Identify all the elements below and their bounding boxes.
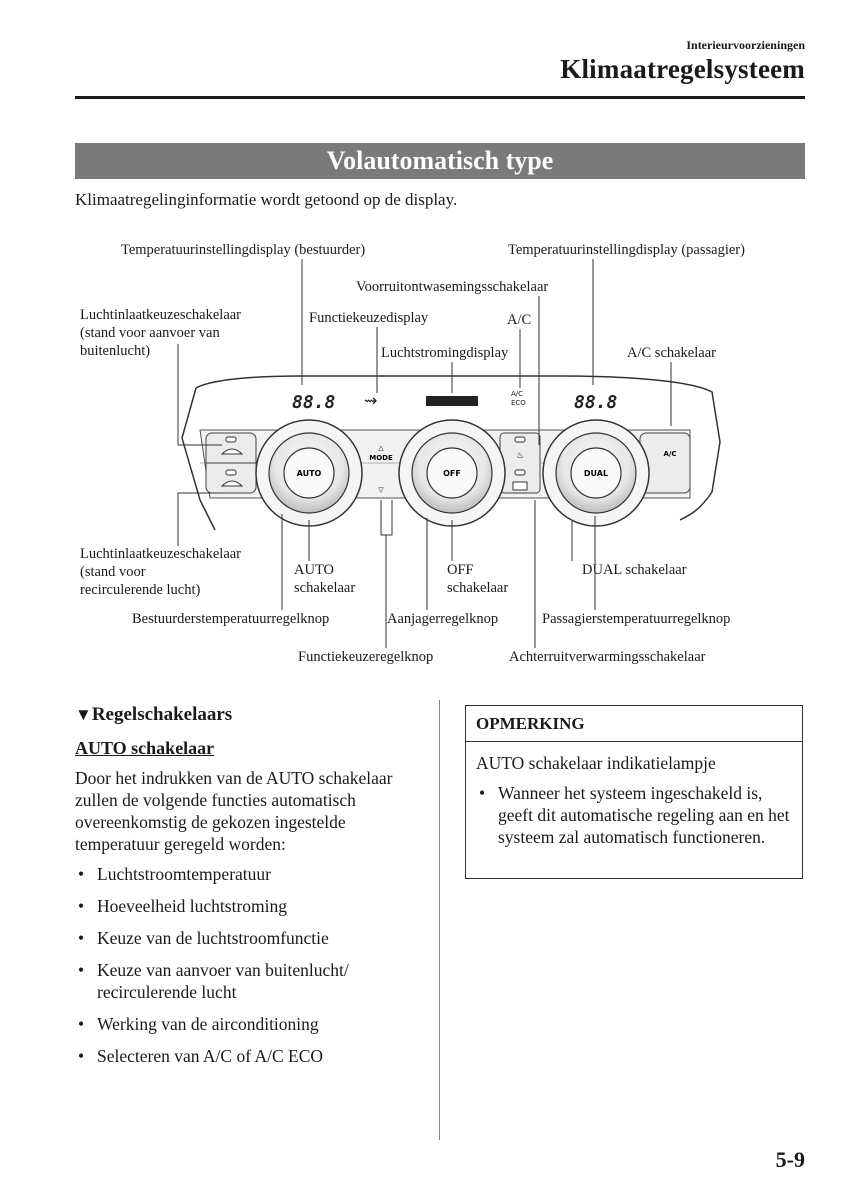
section-heading: ▼Regelschakelaars [75,704,233,725]
list-item: Wanneer het systeem ingeschakeld is, gee… [476,782,792,848]
list-item: Keuze van de luchtstroomfunctie [75,927,405,949]
control-panel-drawing: ♨ 88.8 88.8 ⇝ A/C ECO AUTO OFF DUAL [177,259,721,648]
label-air-intake-recirc: Luchtinlaatkeuzeschakelaar (stand voor r… [80,546,242,598]
driver-temp-readout: 88.8 [292,392,335,413]
svg-text:▽: ▽ [378,486,384,494]
svg-text:△: △ [378,444,384,452]
label-driver-temp-knob: Bestuurderstemperatuurregelknop [132,611,330,627]
dual-button-text: DUAL [584,469,608,478]
label-airflow-display: Luchtstromingdisplay [381,345,509,361]
label-dual-switch: DUAL schakelaar [582,562,687,578]
page-number: 5-9 [775,1147,805,1172]
off-button-text: OFF [443,469,461,478]
list-item: Hoeveelheid luchtstroming [75,895,405,917]
label-function-knob: Functiekeuzeregelknop [298,649,434,665]
list-item: Luchtstroomtemperatuur [75,863,405,885]
list-item: Selecteren van A/C of A/C ECO [75,1045,405,1067]
note-box: OPMERKING AUTO schakelaar indikatielampj… [465,705,803,879]
note-list: Wanneer het systeem ingeschakeld is, gee… [466,782,802,848]
mode-text: MODE [369,454,393,462]
list-item: Werking van de airconditioning [75,1013,405,1035]
label-auto-switch: AUTO schakelaar [294,562,356,596]
intro-text: Klimaatregelinginformatie wordt getoond … [75,190,458,209]
section-label: Interieurvoorzieningen [686,38,805,52]
svg-text:⇝: ⇝ [364,391,377,410]
passenger-temp-readout: 88.8 [574,392,617,413]
auto-switch-heading: AUTO schakelaar [75,738,215,758]
fan-knob: OFF [398,419,506,527]
section-banner: Volautomatisch type [75,143,805,179]
label-rear-defogger: Achterruitverwarmingsschakelaar [509,649,706,665]
auto-switch-description: Door het indrukken van de AUTO schakelaa… [75,768,393,854]
header-rule [75,96,805,99]
note-text: AUTO schakelaar indikatielampje [476,753,716,773]
label-air-intake-outside: Luchtinlaatkeuzeschakelaar (stand voor a… [80,307,242,359]
auto-button-text: AUTO [297,469,322,478]
list-item: Keuze van aanvoer van buitenlucht/ recir… [75,959,405,1003]
label-passenger-temp-knob: Passagierstemperatuurregelknop [542,611,731,627]
label-defroster-switch: Voorruitontwasemingsschakelaar [356,279,549,295]
label-ac-switch: A/C schakelaar [627,345,716,361]
climate-control-diagram: Temperatuurinstellingdisplay (bestuurder… [0,230,845,670]
label-temp-display-driver: Temperatuurinstellingdisplay (bestuurder… [121,242,366,258]
note-heading: OPMERKING [466,706,802,742]
auto-functions-list: Luchtstroomtemperatuur Hoeveelheid lucht… [75,863,405,1067]
label-fan-knob: Aanjagerregelknop [387,611,499,627]
ac-button-text: A/C [663,450,676,458]
svg-text:♨: ♨ [516,451,524,461]
ac-eco-indicator-1: A/C [511,390,523,398]
label-temp-display-passenger: Temperatuurinstellingdisplay (passagier) [508,242,745,258]
left-column: ▼Regelschakelaars AUTO schakelaar Door h… [75,704,405,1077]
driver-temp-knob: AUTO [255,419,363,527]
label-ac: A/C [507,312,532,328]
label-function-display: Functiekeuzedisplay [309,310,429,326]
label-off-switch: OFF schakelaar [447,562,509,596]
page-title: Klimaatregelsysteem [560,54,805,84]
column-divider [439,700,440,1140]
passenger-temp-knob: DUAL [542,419,650,527]
ac-eco-indicator-2: ECO [511,399,526,407]
